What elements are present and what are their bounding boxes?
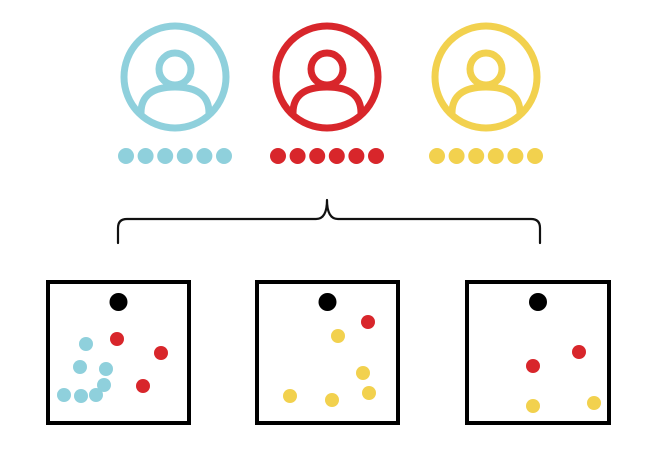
token-dot <box>157 148 174 164</box>
user-red <box>270 22 384 164</box>
anchor-dot <box>109 293 128 311</box>
token-dot <box>176 148 193 164</box>
yellow-dot <box>356 366 370 380</box>
token-row-yellow <box>429 148 543 164</box>
token-row-cyan <box>118 148 232 164</box>
token-dot <box>328 148 345 164</box>
token-dot <box>368 148 384 164</box>
red-dot <box>136 379 150 393</box>
cyan-dot <box>73 360 87 374</box>
token-dot <box>487 148 504 164</box>
yellow-dot <box>283 389 297 403</box>
panel-3 <box>465 280 611 425</box>
cyan-dot <box>57 388 71 402</box>
token-row-red <box>270 148 384 164</box>
curly-bracket-icon <box>116 198 542 245</box>
cyan-dot <box>79 337 93 351</box>
panel-1 <box>46 280 191 425</box>
yellow-dot <box>331 329 345 343</box>
yellow-dot <box>587 396 601 410</box>
token-dot <box>468 148 485 164</box>
token-dot <box>348 148 365 164</box>
token-dot <box>507 148 524 164</box>
cyan-dot <box>89 388 103 402</box>
token-dot <box>309 148 326 164</box>
token-dot <box>216 148 232 164</box>
token-dot <box>448 148 465 164</box>
user-avatar-icon <box>272 22 382 132</box>
token-dot <box>270 148 286 164</box>
user-cyan <box>118 22 232 164</box>
token-dot <box>289 148 306 164</box>
cyan-dot <box>99 362 113 376</box>
user-yellow <box>429 22 543 164</box>
anchor-dot <box>318 293 337 311</box>
user-avatar-icon <box>431 22 541 132</box>
red-dot <box>110 332 124 346</box>
users-row <box>118 22 543 164</box>
anchor-dot <box>529 293 547 311</box>
token-dot <box>118 148 134 164</box>
red-dot <box>572 345 586 359</box>
token-dot <box>196 148 213 164</box>
yellow-dot <box>325 393 339 407</box>
cyan-dot <box>97 378 111 392</box>
user-avatar-icon <box>120 22 230 132</box>
token-dot <box>137 148 154 164</box>
red-dot <box>526 359 540 373</box>
red-dot <box>154 346 168 360</box>
yellow-dot <box>526 399 540 413</box>
cyan-dot <box>74 389 88 403</box>
token-dot <box>429 148 445 164</box>
yellow-dot <box>362 386 376 400</box>
panels-row <box>46 280 611 425</box>
panel-2 <box>255 280 400 425</box>
red-dot <box>361 315 375 329</box>
token-dot <box>527 148 543 164</box>
